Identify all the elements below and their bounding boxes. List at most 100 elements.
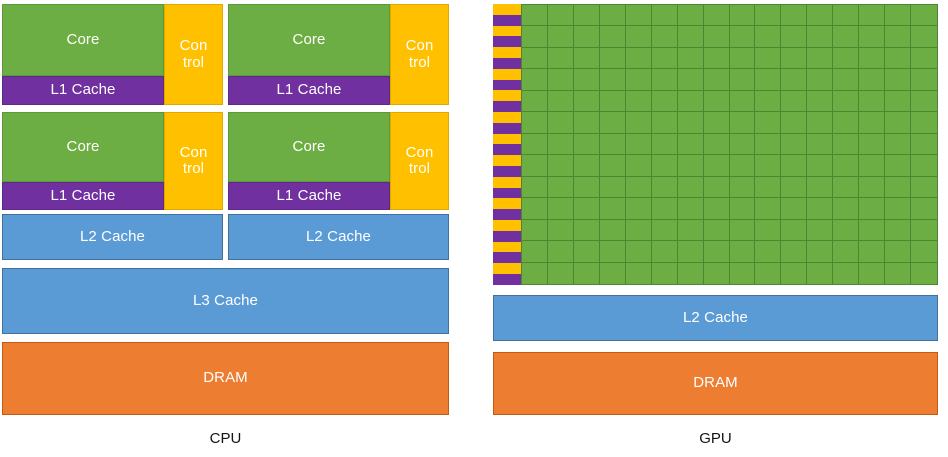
- gpu-core-cell: [781, 262, 808, 284]
- cpu-l2-cache-right: L2 Cache: [228, 214, 449, 260]
- cpu-core-2: Core: [228, 4, 390, 76]
- cpu-core-cluster-3: Core L1 Cache Con trol: [2, 112, 223, 210]
- gpu-core-cell: [755, 47, 782, 70]
- gpu-core-cell: [885, 69, 912, 91]
- gpu-core-cell: [807, 198, 834, 220]
- gpu-core-cell: [833, 155, 860, 177]
- gpu-core-cell: [677, 198, 704, 220]
- gpu-core-cell: [755, 219, 782, 242]
- cpu-control-4-label: Con trol: [405, 143, 434, 177]
- gpu-control-l1-bars: [493, 4, 521, 285]
- gpu-core-cell: [807, 5, 834, 27]
- cpu-control-4: Con trol: [390, 112, 449, 210]
- gpu-core-cell: [677, 69, 704, 91]
- cpu-l1-cache-1-label: L1 Cache: [50, 81, 116, 99]
- gpu-core-cell: [729, 198, 756, 220]
- gpu-control-bar: [493, 25, 521, 37]
- gpu-core-cell: [573, 47, 600, 70]
- gpu-core-cell: [833, 69, 860, 91]
- gpu-core-cell: [911, 155, 937, 177]
- cpu-l1-cache-4: L1 Cache: [228, 182, 390, 210]
- gpu-core-cell: [625, 198, 652, 220]
- gpu-caption: GPU: [699, 430, 732, 447]
- gpu-core-cell: [651, 69, 678, 91]
- cpu-control-1: Con trol: [164, 4, 223, 105]
- gpu-core-cell: [729, 112, 756, 134]
- cpu-l1-cache-4-label: L1 Cache: [276, 186, 342, 204]
- gpu-core-cell: [547, 219, 574, 242]
- gpu-control-bar: [493, 155, 521, 166]
- gpu-core-cell: [703, 241, 730, 263]
- gpu-core-cell: [522, 155, 548, 177]
- gpu-core-cell: [651, 90, 678, 113]
- gpu-core-cell: [807, 241, 834, 263]
- gpu-core-cell: [729, 90, 756, 113]
- gpu-core-cell: [522, 176, 548, 199]
- cpu-control-3: Con trol: [164, 112, 223, 210]
- gpu-core-cell: [781, 133, 808, 156]
- gpu-control-bar: [493, 176, 521, 188]
- gpu-core-cell: [755, 155, 782, 177]
- cpu-l2-cache-left: L2 Cache: [2, 214, 223, 260]
- gpu-core-cell: [859, 176, 886, 199]
- gpu-core-cell: [522, 112, 548, 134]
- gpu-core-cell: [859, 112, 886, 134]
- gpu-core-cell: [522, 26, 548, 48]
- gpu-core-cell: [599, 241, 626, 263]
- gpu-core-cell: [522, 69, 548, 91]
- gpu-core-cell: [625, 155, 652, 177]
- gpu-core-cell: [573, 90, 600, 113]
- gpu-l1-cache-bar: [493, 144, 521, 156]
- cpu-core-1: Core: [2, 4, 164, 76]
- gpu-core-cell: [625, 47, 652, 70]
- gpu-core-cell: [703, 176, 730, 199]
- gpu-core-cell: [911, 112, 937, 134]
- cpu-core-cluster-2: Core L1 Cache Con trol: [228, 4, 449, 105]
- gpu-core-cell: [651, 112, 678, 134]
- gpu-core-cell: [677, 219, 704, 242]
- cpu-l2-cache-right-label: L2 Cache: [305, 227, 371, 245]
- gpu-core-cell: [859, 47, 886, 70]
- gpu-core-cell: [547, 112, 574, 134]
- gpu-core-cell: [729, 69, 756, 91]
- gpu-core-cell: [703, 26, 730, 48]
- cpu-control-3-label: Con trol: [179, 143, 208, 177]
- gpu-core-cell: [573, 219, 600, 242]
- gpu-core-cell: [522, 241, 548, 263]
- gpu-core-cell: [885, 47, 912, 70]
- gpu-core-cell: [859, 26, 886, 48]
- gpu-core-cell: [807, 133, 834, 156]
- gpu-core-cell: [755, 133, 782, 156]
- cpu-core-3-label: Core: [66, 137, 100, 155]
- gpu-core-cell: [522, 262, 548, 284]
- gpu-core-cell: [885, 262, 912, 284]
- cpu-core-cluster-1: Core L1 Cache Con trol: [2, 4, 223, 105]
- gpu-control-bar: [493, 198, 521, 210]
- gpu-core-cell: [703, 219, 730, 242]
- gpu-core-cell: [651, 47, 678, 70]
- gpu-core-cell: [755, 5, 782, 27]
- gpu-core-cell: [833, 241, 860, 263]
- gpu-core-cell: [911, 47, 937, 70]
- gpu-control-bar: [493, 263, 521, 274]
- gpu-l1-cache-bar: [493, 209, 521, 220]
- gpu-core-cell: [755, 69, 782, 91]
- gpu-core-cell: [522, 47, 548, 70]
- gpu-core-cell: [911, 219, 937, 242]
- gpu-core-cell: [911, 133, 937, 156]
- gpu-core-cell: [833, 47, 860, 70]
- gpu-core-cell: [833, 112, 860, 134]
- gpu-core-cell: [573, 198, 600, 220]
- gpu-core-cell: [781, 176, 808, 199]
- gpu-core-cell: [625, 262, 652, 284]
- cpu-l3-cache-label: L3 Cache: [192, 291, 258, 309]
- gpu-core-cell: [807, 155, 834, 177]
- gpu-core-cell: [729, 176, 756, 199]
- gpu-core-cell: [547, 198, 574, 220]
- gpu-control-bar: [493, 111, 521, 123]
- gpu-core-cell: [547, 47, 574, 70]
- gpu-control-bar: [493, 241, 521, 253]
- gpu-core-cell: [677, 133, 704, 156]
- gpu-core-cell: [833, 262, 860, 284]
